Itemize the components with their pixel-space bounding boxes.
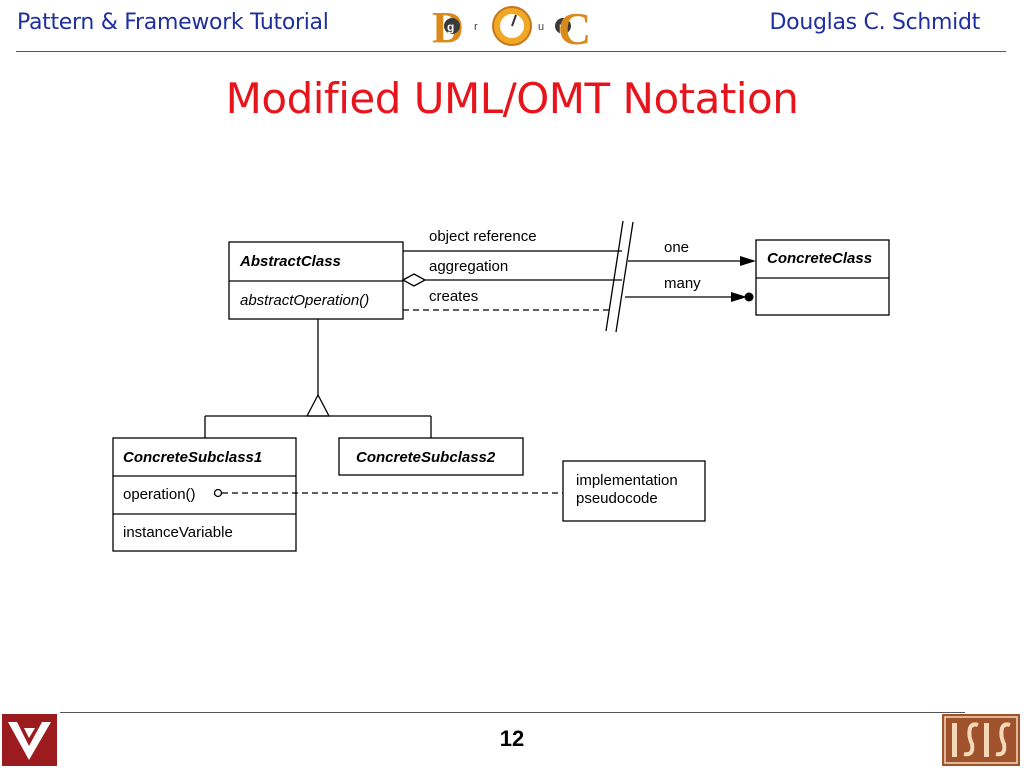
concrete-subclass2-name: ConcreteSubclass2 <box>356 449 496 466</box>
many-dot <box>744 292 754 302</box>
abstract-class-name: AbstractClass <box>239 253 341 270</box>
concrete-class-name: ConcreteClass <box>767 250 872 267</box>
page-number: 12 <box>499 726 525 751</box>
concrete-subclass1-box <box>112 437 297 552</box>
many-arrowhead <box>731 292 747 302</box>
tutorial-title: Pattern & Framework Tutorial <box>17 10 329 35</box>
inheritance-triangle <box>305 393 331 417</box>
aggregation-diamond <box>401 273 427 287</box>
concrete-subclass2-box <box>338 437 524 476</box>
creates-label: creates <box>429 288 478 305</box>
subclass1-instance-variable: instanceVariable <box>123 524 233 541</box>
many-label: many <box>664 275 701 292</box>
one-label: one <box>664 239 689 256</box>
footer-divider <box>60 712 965 713</box>
isis-logo <box>942 714 1020 766</box>
slide-title: Modified UML/OMT Notation <box>225 74 799 123</box>
subclass1-operation: operation() <box>123 486 196 503</box>
svg-text:g: g <box>447 20 454 34</box>
break-mark-left <box>605 220 624 332</box>
svg-text:p: p <box>559 20 566 34</box>
vanderbilt-logo <box>2 714 57 766</box>
author-name: Douglas C. Schmidt <box>769 10 981 35</box>
note-line-2: pseudocode <box>576 490 658 507</box>
doc-group-logo: D g r u p C <box>432 3 591 50</box>
abstract-operation: abstractOperation() <box>240 292 369 309</box>
one-arrowhead <box>740 256 756 266</box>
svg-text:r: r <box>474 21 478 33</box>
break-mark-right <box>615 221 634 333</box>
object-reference-label: object reference <box>429 228 537 245</box>
implementation-link-circle <box>213 488 223 498</box>
aggregation-label: aggregation <box>429 258 508 275</box>
header-divider <box>16 51 1006 52</box>
note-box <box>562 460 706 522</box>
svg-text:u: u <box>538 21 544 33</box>
note-line-1: implementation <box>576 472 678 489</box>
concrete-subclass1-name: ConcreteSubclass1 <box>123 449 262 466</box>
svg-text:C: C <box>558 3 591 50</box>
